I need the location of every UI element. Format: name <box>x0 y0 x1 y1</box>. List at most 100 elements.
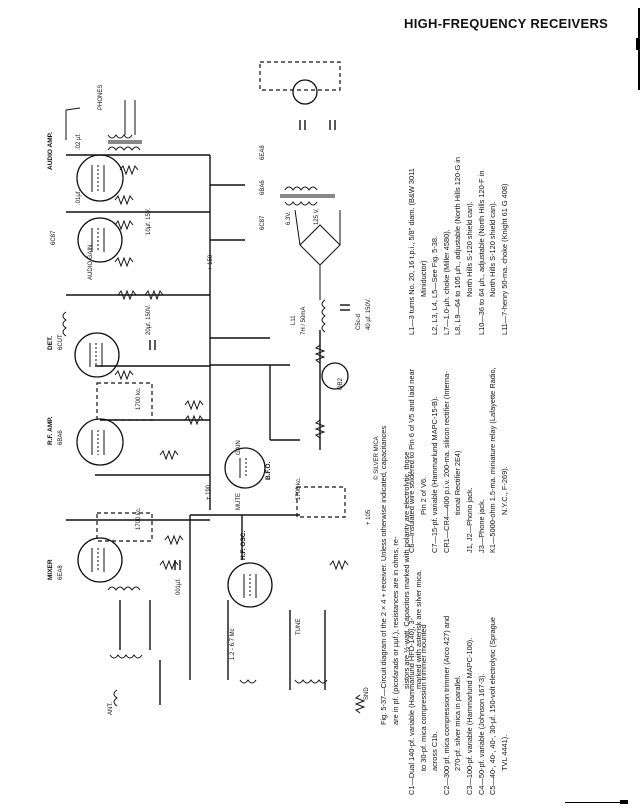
parts-list-entry: L8, L9—64 to 105 µh., adjustable (North … <box>453 156 463 335</box>
label-rf-amp: R.F. AMP. <box>47 416 54 445</box>
parts-list-entry: North Hills S-120 shield can). <box>464 201 474 297</box>
label-hv: 125 V. <box>314 208 320 225</box>
parts-list-entry: to 30-pf. mica compression trimmer mount… <box>418 624 428 771</box>
parts-list-entry: K1—5000-ohm 1.5-ma. miniature relay (Laf… <box>488 367 498 553</box>
parts-list-entry: L2, L3, L4, L5—See Fig. 5-38. <box>430 235 440 335</box>
caption-line-1: Fig. 5-37—Circuit diagram of the 2 × 4 +… <box>379 425 400 725</box>
resistor <box>159 449 179 461</box>
bottom-mark <box>620 800 628 804</box>
hf-osc-tube <box>227 562 273 608</box>
coil-l3 <box>109 654 143 659</box>
label-l11-spec: 7H / 50mA <box>301 307 307 335</box>
label-bplus-105: + 105 <box>366 509 372 525</box>
power-transformer-primary <box>284 186 318 191</box>
detector-tube <box>74 332 120 378</box>
label-mixer-tube: 6EA8 <box>58 565 64 580</box>
label-hf-osc: H.F. OSC. <box>240 531 247 560</box>
label-phones: PHONES <box>98 85 104 110</box>
rfc-coil <box>62 311 67 337</box>
if-transformer-1 <box>96 382 153 421</box>
parts-list-entry: J1, J2—Phono jack. <box>464 487 474 553</box>
label-bfo: B.F.O. <box>265 461 272 480</box>
parts-list-entry: across C1b. <box>430 731 440 771</box>
label-c5-spec: 40 µf. 150V. <box>366 298 372 330</box>
parts-list-entry: North Hills S-120 shield can). <box>488 201 498 297</box>
power-box <box>259 61 341 91</box>
resistor <box>314 419 326 439</box>
parts-list-entry: TVL 4441). <box>499 734 509 771</box>
label-if-2: 1700 kc. <box>136 507 142 530</box>
mixer-tube <box>77 537 123 583</box>
bfo-tube <box>224 447 266 489</box>
label-tune: TUNE <box>296 619 302 635</box>
label-audio-gain: AUDIO GAIN <box>88 245 94 280</box>
label-c002: .02 µf. <box>76 133 82 150</box>
choke-l11 <box>321 299 326 333</box>
if-transformer-2 <box>96 512 153 542</box>
parts-list-entry: Miniductor) <box>418 260 428 297</box>
parts-list-entry: L1—3 turns No. 20, 16 t.p.i., 5/8" diam.… <box>407 168 416 335</box>
parts-list-entry: C3—100-pf. variable (Hammarlund MAPC-100… <box>464 637 474 795</box>
label-c10: 10µf. 15V. <box>146 208 152 235</box>
circuit-schematic: AUDIO AMP. 6C87 DET. 6CUT R.F. AMP. 6BA6… <box>47 61 380 715</box>
coil-l5 <box>239 679 257 684</box>
parts-list-entry: 270-pf. silver mica in parallel. <box>453 675 463 771</box>
label-c01: .01µf. <box>76 190 82 205</box>
coil-l2 <box>107 586 141 591</box>
resistor <box>117 289 137 301</box>
page-edge-rule <box>638 8 640 90</box>
parts-list-entry: C2—300 pf. mica compression trimmer (Arc… <box>441 615 451 795</box>
parts-list-entry: tional Rectifier 2E4) <box>453 450 463 516</box>
label-copyright: © SILVER MICA <box>373 436 380 480</box>
resistor <box>354 694 366 714</box>
running-header: HIGH-FREQUENCY RECEIVERS <box>404 16 609 31</box>
bottom-rule <box>565 802 625 803</box>
label-audio-tube: 6C87 <box>51 230 57 245</box>
if-transformer-3 <box>296 486 346 518</box>
parts-list-entry: L11—7-henry 50-ma. choke (Knight 61 G 40… <box>499 183 509 335</box>
parts-list-entry: L7—1.0-µh. choke (Miller 4580). <box>441 229 451 335</box>
label-rf-gain: GAIN <box>236 440 242 455</box>
parts-list-entry: C7—15-pf. variable (Hammarlund MAPC-15-B… <box>430 396 440 554</box>
ob2-regulator-tube <box>321 362 349 390</box>
resistor <box>119 164 139 176</box>
parts-list-entry: C6—Insulated wire soldered to Pin 6 of V… <box>407 368 416 553</box>
parts-list-entry: L10—36 to 64 µh., adjustable (North Hill… <box>476 170 486 335</box>
audio-amp-tube-v2 <box>77 217 123 263</box>
resistor <box>114 256 134 268</box>
label-fil-2: 6BA6 <box>260 180 266 195</box>
label-l11: L11 <box>291 315 297 325</box>
parts-list-entry: J3—Phone jack. <box>476 499 486 553</box>
label-if-1: 1700 kc. <box>136 387 142 410</box>
label-c5: C5c-d <box>356 314 362 330</box>
parts-list-entry: C4—50-pf. variable (Johnson 167-3). <box>476 673 486 795</box>
parts-list-entry: C1—Dual 140-pf. variable (Hammarlund HFD… <box>407 617 416 795</box>
label-det-tube: 6CUT <box>58 334 64 350</box>
audio-amp-tube-v1 <box>76 154 124 202</box>
label-mixer: MIXER <box>47 559 54 580</box>
label-band: 1.2 - 6.7 Mc <box>230 628 236 660</box>
resistor <box>184 414 204 426</box>
resistor <box>114 369 134 381</box>
neon-lamp <box>292 79 318 105</box>
parts-column-2: C6—Insulated wire soldered to Pin 6 of V… <box>406 343 510 553</box>
output-transformer <box>107 100 142 151</box>
label-audio-amp: AUDIO AMP. <box>47 132 54 170</box>
resistor <box>184 399 204 411</box>
parts-list-entry: CR1—CR4—400 p.i.v. 200-ma. silicon recti… <box>441 371 451 553</box>
parts-list-entry: Pin 2 of V6. <box>418 476 428 515</box>
phones-jack <box>65 107 81 140</box>
label-fil-v: 6.3V. <box>286 211 292 225</box>
parts-column-3: L1—3 turns No. 20, 16 t.p.i., 5/8" diam.… <box>406 35 510 335</box>
label-bplus-190: + 190 <box>206 484 212 500</box>
power-transformer-secondary <box>284 201 318 206</box>
label-det: DET. <box>47 336 54 350</box>
label-bplus-150: + 150 <box>208 254 214 270</box>
label-fil-1: 6C87 <box>260 215 266 230</box>
bridge-rectifier <box>294 209 341 300</box>
label-rf-tube: 6BA6 <box>58 430 64 445</box>
resistor <box>314 344 326 364</box>
coil-l1 <box>113 689 118 707</box>
label-mute: MUTE <box>236 493 242 510</box>
label-c001: 001µf. <box>176 578 182 595</box>
